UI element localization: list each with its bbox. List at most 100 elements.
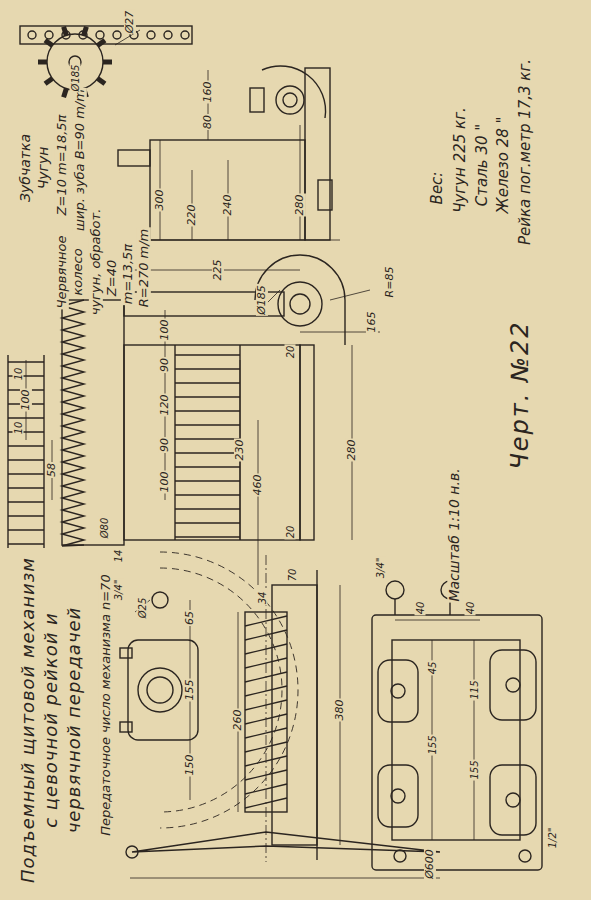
flange (316, 570, 317, 860)
dimension: 150 (184, 754, 196, 777)
dimension-lines (26, 270, 380, 540)
dimension: 220 (186, 204, 198, 227)
dimension: R=85 (384, 266, 396, 299)
note-text: Червячное (55, 235, 69, 310)
pinion-teeth (38, 27, 112, 97)
rack-side (7, 355, 8, 548)
pipe-fitting (386, 581, 404, 599)
crank-handle (126, 846, 138, 858)
dimension: 280 (294, 194, 306, 217)
rack-pins (8, 362, 44, 544)
boss (378, 660, 418, 722)
dimension: Ø185 (70, 64, 81, 93)
note-text: Чугун 225 кг. (452, 106, 469, 214)
dimension: 58 (46, 462, 58, 478)
dimension: 80 (202, 114, 214, 130)
dimension: 460 (252, 474, 264, 497)
bolt (318, 180, 332, 210)
dimension-lines (115, 30, 340, 240)
dimension: 1/2" (547, 827, 558, 850)
bolt (250, 88, 264, 112)
shaft (290, 294, 310, 314)
note-text: Зубчатка (18, 133, 33, 203)
note-text: Железо 28 " (495, 116, 512, 215)
bearing (276, 86, 304, 114)
dimension: 45 (427, 661, 438, 676)
boss (378, 765, 418, 827)
dimension: 115 (469, 679, 480, 700)
dimension: 100 (20, 389, 32, 412)
note-text: Масштаб 1:10 н.в. (447, 467, 462, 602)
crank (132, 832, 440, 852)
dimension: 3/4" (113, 579, 124, 602)
note-text: Сталь 30 " (474, 123, 491, 207)
dimension: 14 (113, 549, 124, 564)
base-plate (305, 68, 330, 240)
dimension: Ø80 (99, 517, 110, 540)
note-text: чугун, обработ. (89, 208, 103, 317)
dimension: 155 (184, 679, 196, 702)
rack-holes (28, 31, 189, 39)
note-text: Вес: (429, 171, 446, 206)
shaft (283, 93, 297, 107)
dimension-lines (130, 420, 440, 878)
note-text: Чугун (36, 146, 51, 191)
dimension: 90 (159, 357, 171, 373)
housing-section (124, 345, 300, 540)
dimension: 225 (212, 259, 224, 282)
note-text: Передаточное число механизма n=70 (99, 573, 113, 836)
dimension: 120 (159, 394, 171, 417)
flange (300, 345, 314, 540)
dimension: 20 (285, 345, 296, 360)
drawing-number: Черт. №22 (506, 320, 534, 469)
bolt (120, 648, 132, 658)
dimension: 160 (202, 81, 214, 104)
shaft (147, 677, 173, 703)
base-inner (392, 640, 520, 840)
dimension: 10 (13, 421, 24, 436)
dimension: 230 (234, 439, 246, 462)
dimension: 260 (232, 709, 244, 732)
drawing-title: Подъемный щитовой механизм с цевочной ре… (16, 555, 85, 885)
bolt (120, 722, 132, 732)
note-text: Z=40 (105, 259, 119, 297)
rack-pins (175, 355, 240, 537)
dimension: 100 (159, 319, 171, 342)
dimension: 40 (465, 601, 476, 616)
base-frame (372, 615, 542, 870)
dimension: Ø185 (256, 284, 268, 316)
note-text: Рейка пог.метр 17,3 кг. (517, 58, 534, 246)
dimension: 155 (469, 759, 480, 780)
boss (490, 650, 536, 720)
dimension: 165 (366, 311, 378, 334)
dimension: 280 (346, 439, 358, 462)
pitch-circle (160, 552, 298, 828)
dimension: Ø600 (424, 848, 436, 880)
dimension-lines (395, 620, 480, 840)
bearing-block (128, 640, 198, 740)
oil-hole (152, 592, 168, 608)
dimension: Ø27 (124, 10, 136, 35)
note-text: колесо (71, 247, 85, 296)
dimension: 3/4" (375, 557, 386, 580)
dimension: 300 (154, 189, 166, 212)
dimension: 20 (285, 525, 296, 540)
bearing (278, 282, 322, 326)
dimension: 34 (257, 591, 268, 606)
dimension: 100 (159, 471, 171, 494)
housing-side (150, 140, 305, 240)
dimension: 70 (287, 568, 298, 583)
bearing-cap (262, 66, 326, 118)
dimension: 380 (334, 699, 346, 722)
dimension: Ø25 (137, 597, 148, 620)
boss (490, 765, 536, 835)
dimension: 155 (427, 734, 438, 755)
shaft-end (118, 150, 150, 166)
rack-side (43, 355, 44, 548)
worm-wheel (62, 300, 124, 545)
dimension: R=270 m/m (137, 228, 151, 309)
worm-wheel-teeth (62, 300, 84, 546)
dimension: 40 (415, 601, 426, 616)
dimension: 90 (159, 437, 171, 453)
bearing (138, 668, 182, 712)
